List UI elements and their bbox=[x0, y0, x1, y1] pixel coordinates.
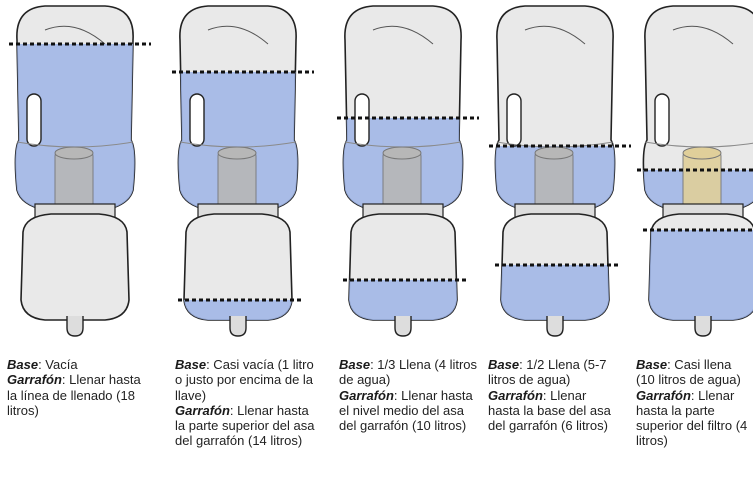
garrafon-text: : Llenar hasta la base del asa del garra… bbox=[488, 387, 611, 434]
filter-top bbox=[382, 146, 422, 160]
bottle-shading bbox=[524, 25, 586, 45]
garrafon-handle bbox=[26, 93, 42, 147]
base-water bbox=[184, 300, 292, 320]
caption-1: Base: Casi vacía (1 litro o justo por en… bbox=[175, 357, 315, 449]
garrafon-handle bbox=[189, 93, 205, 147]
bottle-diagram bbox=[9, 5, 151, 337]
base-text: : 1/3 Llena (4 litros de agua) bbox=[339, 357, 478, 388]
filter-cylinder bbox=[382, 151, 422, 211]
base-text: : 1/2 Llena (5-7 litros de agua) bbox=[488, 357, 607, 388]
faucet-icon bbox=[229, 316, 247, 337]
garrafon-label: Garrafón bbox=[339, 387, 394, 403]
faucet-icon bbox=[546, 316, 564, 337]
panel-third-full-base bbox=[333, 0, 483, 488]
garrafon-text: : Llenar hasta el nivel medio del asa de… bbox=[339, 387, 473, 434]
caption-4: Base: Casi llena (10 litros de agua) Gar… bbox=[636, 357, 753, 449]
garrafon-text: : Llenar hasta la parte superior del fil… bbox=[636, 387, 748, 449]
filter-cylinder bbox=[217, 151, 257, 211]
caption-0: Base: Vacía Garrafón: Llenar hasta la lí… bbox=[7, 357, 147, 418]
garrafon-text: : Llenar hasta la línea de llenado (18 l… bbox=[7, 372, 141, 418]
garrafon-text: : Llenar hasta la parte superior del asa… bbox=[175, 402, 315, 449]
base-text: : Casi vacía (1 litro o justo por encima… bbox=[175, 357, 314, 403]
base-label: Base bbox=[488, 357, 520, 372]
caption-2: Base: 1/3 Llena (4 litros de agua) Garra… bbox=[339, 357, 479, 433]
bottle-diagram bbox=[172, 5, 314, 337]
caption-3: Base: 1/2 Llena (5-7 litros de agua) Gar… bbox=[488, 357, 616, 433]
base-text: : Vacía bbox=[38, 357, 78, 372]
bottle-shading bbox=[372, 25, 434, 45]
filter-cylinder bbox=[534, 151, 574, 211]
base-water bbox=[501, 265, 609, 320]
filter-top bbox=[217, 146, 257, 160]
base-body bbox=[20, 213, 130, 321]
garrafon-handle bbox=[654, 93, 670, 147]
base-label: Base bbox=[636, 357, 668, 372]
bottle-shading bbox=[672, 25, 734, 45]
garrafon-label: Garrafón bbox=[488, 387, 543, 403]
bottle-shading bbox=[44, 25, 106, 45]
bottle-shading bbox=[207, 25, 269, 45]
panel-half-full-base bbox=[485, 0, 635, 488]
filter-top bbox=[682, 146, 722, 160]
base-label: Base bbox=[339, 357, 371, 372]
panel-empty-base bbox=[5, 0, 155, 488]
base-label: Base bbox=[175, 357, 207, 372]
garrafon-handle bbox=[354, 93, 370, 147]
filter-top bbox=[54, 146, 94, 160]
faucet-icon bbox=[694, 316, 712, 337]
garrafon-label: Garrafón bbox=[7, 372, 62, 388]
garrafon-handle bbox=[506, 93, 522, 147]
panel-nearly-full-base bbox=[633, 0, 753, 488]
faucet-icon bbox=[66, 316, 84, 337]
filter-cylinder bbox=[54, 151, 94, 211]
bottle-diagram bbox=[637, 5, 753, 337]
bottle-diagram bbox=[337, 5, 479, 337]
base-water bbox=[349, 280, 457, 320]
panel-almost-empty-base bbox=[168, 0, 318, 488]
base-water bbox=[649, 230, 753, 320]
filter-top bbox=[534, 146, 574, 160]
filter-cylinder bbox=[682, 151, 722, 211]
base-text: : Casi llena (10 litros de agua) bbox=[636, 357, 741, 388]
bottle-diagram bbox=[489, 5, 631, 337]
garrafon-label: Garrafón bbox=[175, 402, 230, 418]
garrafon-label: Garrafón bbox=[636, 387, 691, 403]
faucet-icon bbox=[394, 316, 412, 337]
base-label: Base bbox=[7, 357, 39, 372]
